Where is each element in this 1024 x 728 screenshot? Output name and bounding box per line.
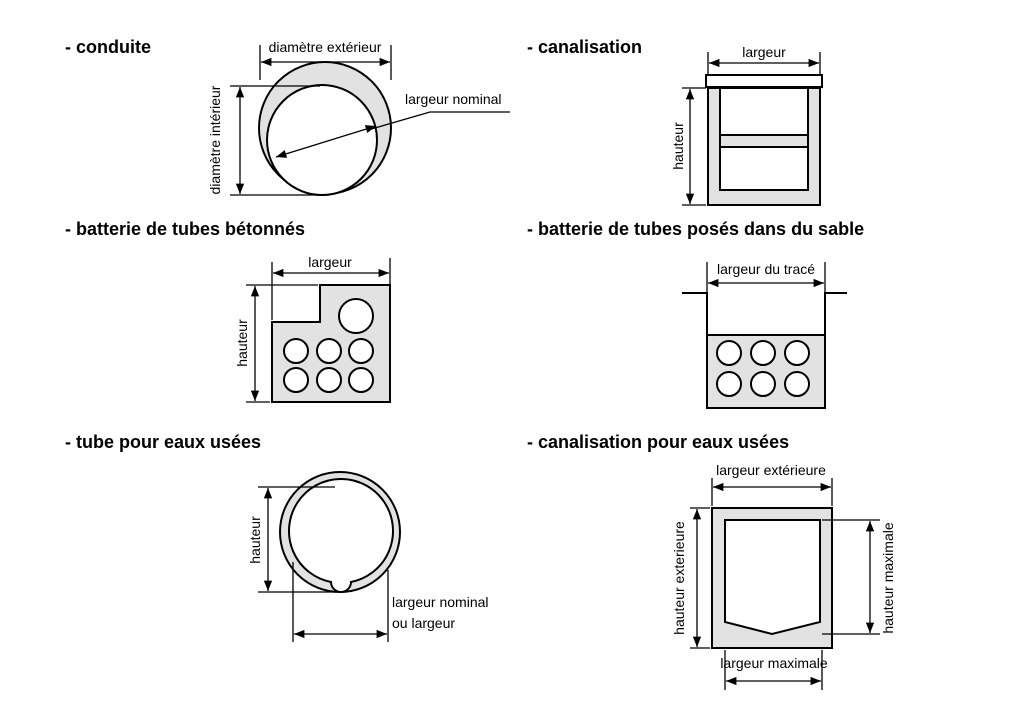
sand-bank-width-label: largeur du tracé [717, 261, 815, 277]
outer-diameter-label: diamètre extérieur [269, 39, 382, 55]
canalisation-title: - canalisation [527, 37, 642, 57]
sewage-tube-width-label-2: ou largeur [392, 615, 455, 631]
canalisation-width-label: largeur [742, 44, 786, 60]
pipe-inner [266, 84, 378, 196]
sewage-tube-width-label-1: largeur nominal [392, 594, 489, 610]
outer-height-label: hauteur exterieure [671, 521, 687, 635]
canalisation-diagram: - canalisation largeur hauteur [527, 37, 823, 206]
max-height-label: hauteur maximale [880, 522, 896, 633]
concrete-tube-bank-diagram: - batterie de tubes bétonnés largeur hau… [65, 219, 391, 403]
sewage-channel-diagram: - canalisation pour eaux usées largeur e… [527, 432, 896, 690]
sewage-channel-title: - canalisation pour eaux usées [527, 432, 789, 452]
max-width-label: largeur maximale [720, 655, 828, 671]
nominal-width-label: largeur nominal [405, 91, 502, 107]
conduite-title: - conduite [65, 37, 151, 57]
sewage-tube-title: - tube pour eaux usées [65, 432, 261, 452]
concrete-bank-width-label: largeur [308, 254, 352, 270]
sewage-tube-diagram: - tube pour eaux usées hauteur largeur n… [65, 432, 489, 642]
sand-bank-title: - batterie de tubes posés dans du sable [527, 219, 864, 239]
concrete-bank-height-label: hauteur [234, 319, 250, 367]
sand-tube-bank-diagram: - batterie de tubes posés dans du sable … [527, 219, 864, 409]
concrete-bank-title: - batterie de tubes bétonnés [65, 219, 305, 239]
inner-diameter-label: diamètre intérieur [207, 85, 223, 194]
canalisation-height-label: hauteur [670, 122, 686, 170]
sewage-tube-height-label: hauteur [247, 516, 263, 564]
conduite-diagram: - conduite diamètre extérieur diamètre i… [65, 37, 510, 196]
outer-width-label: largeur extérieure [716, 462, 826, 478]
